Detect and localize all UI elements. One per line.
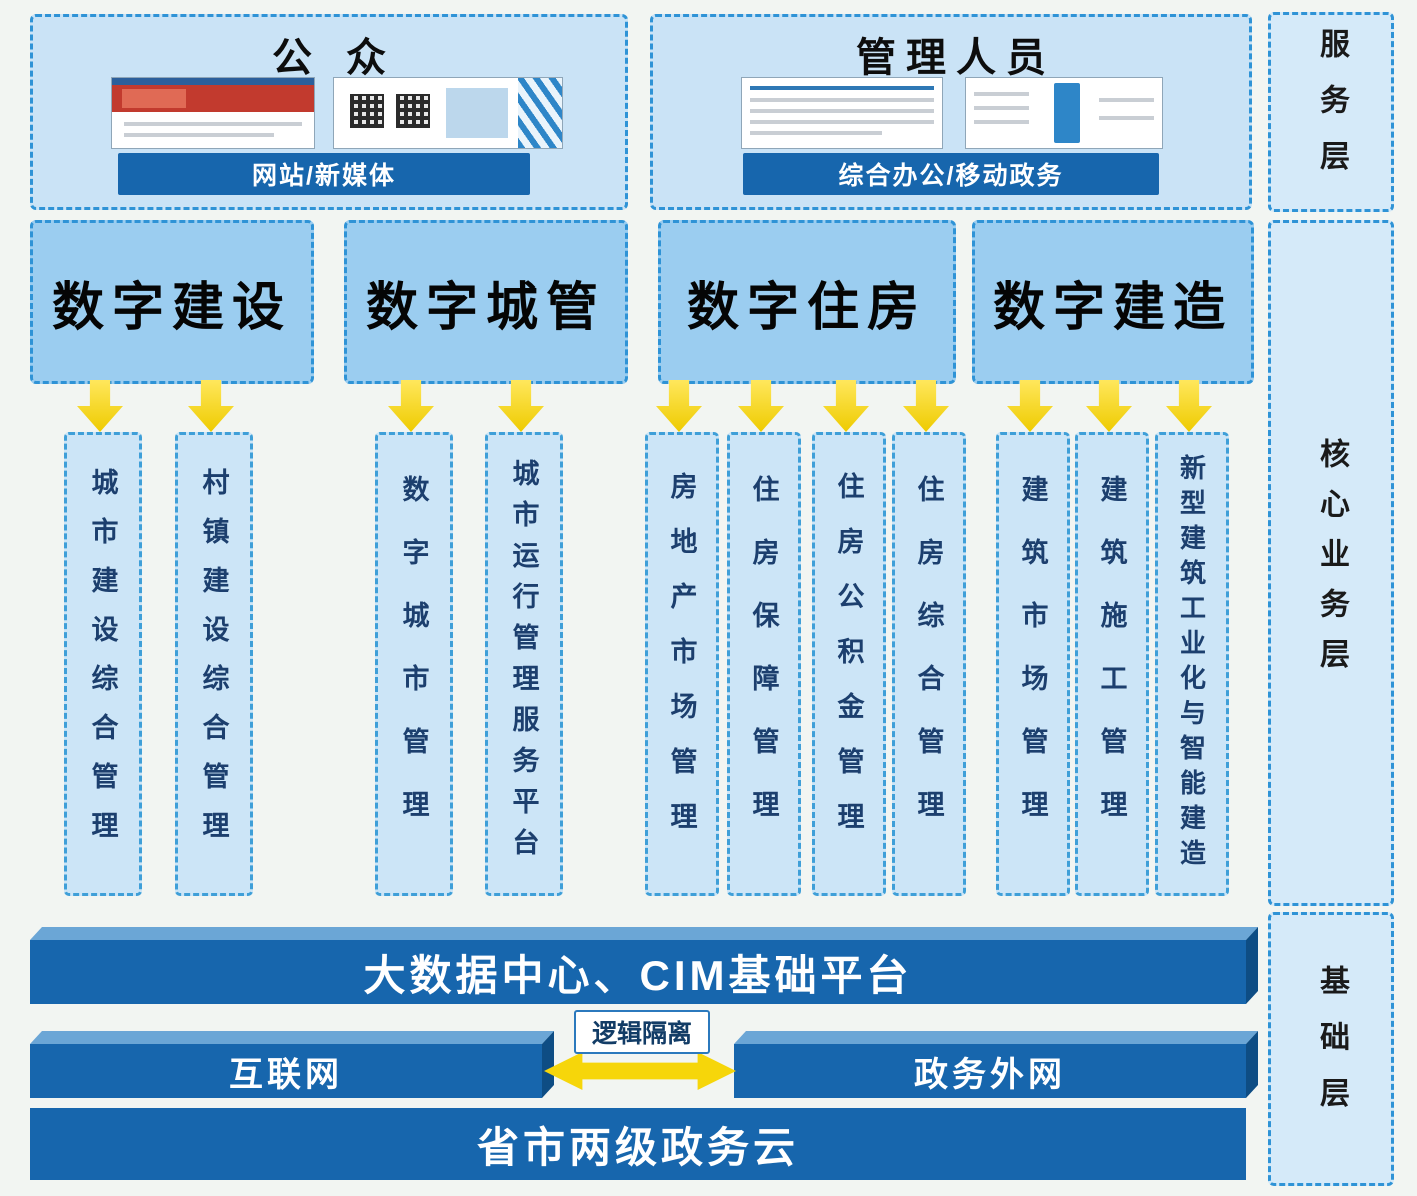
down-arrow-icon: [1166, 380, 1212, 432]
screenshot-text-line: [124, 122, 302, 126]
column-township-construction-comprehensive-mgmt: 村镇建设综合管理: [175, 432, 253, 896]
column-housing-provident-fund-mgmt: 住房公积金管理: [812, 432, 886, 896]
mobile-gov-screenshot: [965, 77, 1163, 149]
screenshot-text-line: [750, 120, 934, 124]
column-label: 城市建设综合管理: [87, 468, 118, 860]
column-label: 村镇建设综合管理: [198, 468, 229, 860]
isolation-text: 逻辑隔离: [591, 1020, 692, 1048]
public-panel: 公众 网站/新媒体: [30, 14, 628, 210]
column-new-building-industrialization: 新型建筑工业化与智能建造: [1155, 432, 1229, 896]
website-newmedia-bar: 网站/新媒体: [118, 153, 530, 195]
screenshot-nav-strip: [112, 78, 314, 85]
core-layer-label: 核心业务层: [1315, 438, 1348, 688]
down-arrow-icon: [498, 380, 544, 432]
column-label: 住房保障管理: [748, 475, 779, 853]
screenshot-text-line: [974, 92, 1029, 96]
qr-code-icon: [350, 94, 384, 128]
screenshot-text-line: [1099, 116, 1154, 120]
core-layer-label-box: 核心业务层: [1268, 220, 1394, 906]
screenshot-text-line: [124, 133, 274, 137]
map-thumbnail: [446, 88, 508, 138]
column-real-estate-market-mgmt: 房地产市场管理: [645, 432, 719, 896]
screenshot-text-line: [750, 131, 882, 135]
bar-label: 大数据中心、CIM基础平台: [363, 951, 913, 999]
gov-extranet-bar: 政务外网: [734, 1044, 1246, 1098]
column-housing-security-mgmt: 住房保障管理: [727, 432, 801, 896]
bar-label: 省市两级政务云: [476, 1123, 799, 1171]
screenshot-photo: [122, 89, 186, 108]
down-arrow-icon: [656, 380, 702, 432]
down-arrow-icon: [388, 380, 434, 432]
double-arrow-icon: [544, 1052, 736, 1090]
down-arrow-icon: [903, 380, 949, 432]
service-layer-label-box: 服务层: [1268, 12, 1394, 212]
gov-cloud-bar: 省市两级政务云: [30, 1108, 1246, 1180]
column-label: 住房公积金管理: [833, 471, 864, 857]
column-city-operation-mgmt-service-platform: 城市运行管理服务平台: [485, 432, 563, 896]
screenshot-text-line: [1099, 98, 1154, 102]
qrcode-screenshot: [333, 77, 563, 149]
qr-code-icon: [396, 94, 430, 128]
logical-isolation-label: 逻辑隔离: [574, 1010, 710, 1054]
bar-label: 政务外网: [914, 1055, 1066, 1094]
down-arrow-icon: [1086, 380, 1132, 432]
group-title: 数字住房: [686, 278, 927, 337]
column-label: 房地产市场管理: [666, 471, 697, 857]
column-label: 新型建筑工业化与智能建造: [1176, 454, 1207, 874]
website-screenshot: [111, 77, 315, 149]
screenshot-text-line: [974, 120, 1029, 124]
office-screenshot: [741, 77, 943, 149]
column-construction-site-mgmt: 建筑施工管理: [1075, 432, 1149, 896]
group-digital-construction: 数字建设: [30, 220, 314, 384]
bar-label: 互联网: [229, 1055, 343, 1094]
big-data-cim-platform-bar: 大数据中心、CIM基础平台: [30, 940, 1246, 1004]
base-layer-label: 基础层: [1315, 965, 1348, 1133]
down-arrow-icon: [188, 380, 234, 432]
admin-panel: 管理人员 综合办公/移动政务: [650, 14, 1252, 210]
screenshot-text-line: [750, 109, 934, 113]
admin-panel-title: 管理人员: [856, 36, 1056, 80]
screenshot-header-line: [750, 86, 934, 90]
column-urban-construction-comprehensive-mgmt: 城市建设综合管理: [64, 432, 142, 896]
office-mobile-bar: 综合办公/移动政务: [743, 153, 1159, 195]
column-label: 住房综合管理: [913, 475, 944, 853]
diagonal-stripes: [518, 78, 562, 148]
column-construction-market-mgmt: 建筑市场管理: [996, 432, 1070, 896]
base-layer-label-box: 基础层: [1268, 912, 1394, 1186]
column-digital-city-mgmt: 数字城市管理: [375, 432, 453, 896]
column-label: 数字城市管理: [398, 475, 429, 853]
group-digital-housing: 数字住房: [658, 220, 956, 384]
internet-bar: 互联网: [30, 1044, 542, 1098]
column-housing-comprehensive-mgmt: 住房综合管理: [892, 432, 966, 896]
screenshot-text-line: [750, 98, 934, 102]
group-digital-building: 数字建造: [972, 220, 1254, 384]
down-arrow-icon: [823, 380, 869, 432]
down-arrow-icon: [1007, 380, 1053, 432]
mobile-app-column: [1054, 83, 1080, 143]
down-arrow-icon: [77, 380, 123, 432]
public-panel-title: 公众: [272, 36, 420, 80]
group-digital-urban-mgmt: 数字城管: [344, 220, 628, 384]
column-label: 建筑施工管理: [1096, 475, 1127, 853]
group-title: 数字建设: [51, 278, 292, 337]
column-label: 城市运行管理服务平台: [508, 459, 539, 869]
column-label: 建筑市场管理: [1017, 475, 1048, 853]
screenshot-text-line: [974, 106, 1029, 110]
group-title: 数字建造: [992, 278, 1233, 337]
down-arrow-icon: [738, 380, 784, 432]
service-layer-label: 服务层: [1315, 28, 1348, 196]
group-title: 数字城管: [365, 278, 606, 337]
